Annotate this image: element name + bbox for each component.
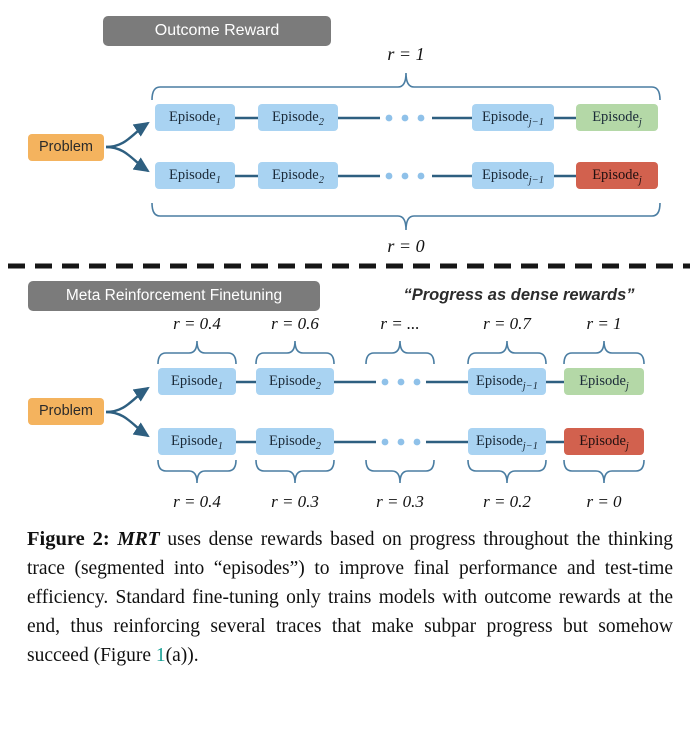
episode-1-box: Episode1 <box>155 104 235 131</box>
episode-jm1-box: Episodej−1 <box>468 368 546 395</box>
curly-brace-mrt <box>365 340 435 365</box>
problem-box: Problem <box>28 398 104 425</box>
figure-caption: Figure 2: MRT uses dense rewards based o… <box>27 525 673 670</box>
reward-label: r = 0.6 <box>271 314 319 333</box>
episode-1-box: Episode1 <box>155 162 235 189</box>
fork-arrow <box>105 386 150 414</box>
episode-j-box-success: Episodej <box>564 368 644 395</box>
reward-label: r = 1 <box>586 314 622 333</box>
episode-j-box-failure: Episodej <box>576 162 658 189</box>
curly-brace-mrt <box>467 340 547 365</box>
figure-1-link[interactable]: 1 <box>155 645 166 666</box>
ellipsis-dots <box>381 378 421 446</box>
reward-label: r = ... <box>380 314 420 333</box>
reward-label: r = 0.4 <box>173 314 221 333</box>
problem-box: Problem <box>28 134 104 161</box>
episode-j-box-failure: Episodej <box>564 428 644 455</box>
reward-top-label: r = 1 <box>387 44 425 64</box>
curly-brace-outcome-top <box>151 72 661 101</box>
ellipsis-dots <box>385 114 425 180</box>
fork-arrow <box>105 410 150 438</box>
episode-1-box: Episode1 <box>158 368 236 395</box>
curly-brace-outcome-bottom <box>151 202 661 231</box>
curly-brace-mrt <box>563 340 645 365</box>
episode-2-box: Episode2 <box>258 162 338 189</box>
mrt-acronym: MRT <box>117 529 160 550</box>
curly-brace-mrt <box>563 459 645 484</box>
curly-brace-mrt <box>255 459 335 484</box>
episode-j-box-success: Episodej <box>576 104 658 131</box>
reward-label: r = 0.3 <box>271 492 319 511</box>
outcome-reward-header: Outcome Reward <box>103 16 331 46</box>
reward-label: r = 0.3 <box>376 492 424 511</box>
caption-tail: (a)). <box>165 645 199 666</box>
curly-brace-mrt <box>365 459 435 484</box>
fork-arrow <box>105 121 150 149</box>
reward-label: r = 0 <box>586 492 622 511</box>
caption-body: uses dense rewards based on progress thr… <box>27 529 673 666</box>
episode-jm1-box: Episodej−1 <box>472 162 554 189</box>
reward-label: r = 0.4 <box>173 492 221 511</box>
episode-2-box: Episode2 <box>256 428 334 455</box>
figure-label: Figure 2: <box>27 528 110 550</box>
progress-quote: “Progress as dense rewards” <box>403 286 635 304</box>
curly-brace-mrt <box>255 340 335 365</box>
reward-label: r = 0.2 <box>483 492 531 511</box>
reward-label: r = 0.7 <box>483 314 531 333</box>
episode-jm1-box: Episodej−1 <box>472 104 554 131</box>
curly-brace-mrt <box>157 340 237 365</box>
episode-2-box: Episode2 <box>256 368 334 395</box>
episode-2-box: Episode2 <box>258 104 338 131</box>
reward-bottom-label: r = 0 <box>387 236 425 256</box>
mrt-header: Meta Reinforcement Finetuning <box>28 281 320 311</box>
episode-1-box: Episode1 <box>158 428 236 455</box>
fork-arrow <box>105 145 150 173</box>
episode-jm1-box: Episodej−1 <box>468 428 546 455</box>
curly-brace-mrt <box>157 459 237 484</box>
curly-brace-mrt <box>467 459 547 484</box>
